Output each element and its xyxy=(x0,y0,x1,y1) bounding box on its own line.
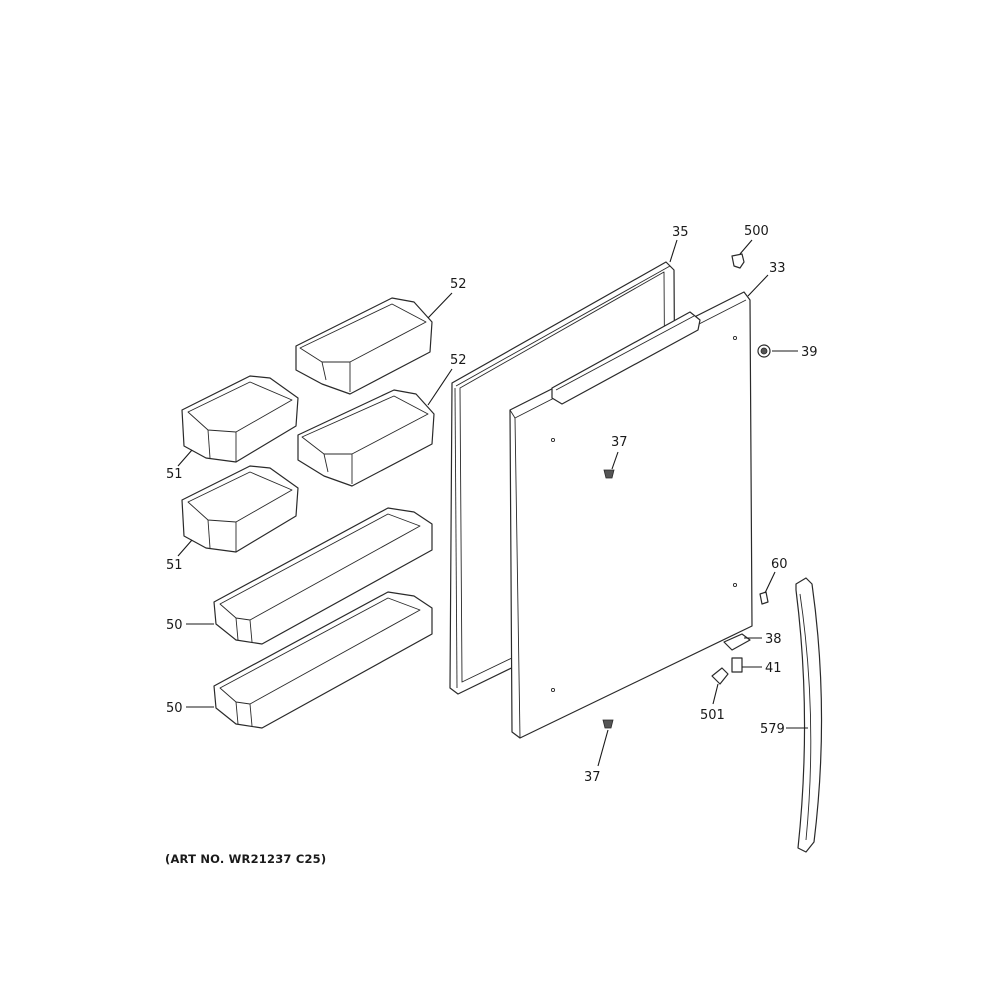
door-bin-52-upper xyxy=(295,297,433,395)
callout-579: 579 xyxy=(760,722,785,737)
callout-37-upper: 37 xyxy=(611,435,628,450)
callout-50-lower: 50 xyxy=(166,701,183,716)
pin-41 xyxy=(731,657,743,673)
callout-52-upper: 52 xyxy=(450,277,467,292)
leader-lines xyxy=(177,239,808,767)
door-bin-50-upper xyxy=(213,507,433,645)
screw-37-upper xyxy=(603,469,615,479)
callout-37-lower: 37 xyxy=(584,770,601,785)
callout-labels: 35 500 33 39 52 52 51 51 37 37 60 38 41 … xyxy=(166,224,818,785)
bushing-39 xyxy=(757,344,771,358)
door-bin-51-upper xyxy=(181,375,299,463)
clip-60 xyxy=(759,591,769,605)
callout-41: 41 xyxy=(765,661,782,676)
door-handle xyxy=(795,577,823,853)
callout-60: 60 xyxy=(771,557,788,572)
hinge-bracket-38 xyxy=(723,633,751,651)
screw-37-lower xyxy=(602,719,614,729)
stop-501 xyxy=(711,667,729,685)
door-bin-50-lower xyxy=(213,591,433,729)
callout-33: 33 xyxy=(769,261,786,276)
callout-35: 35 xyxy=(672,225,689,240)
callout-50-upper: 50 xyxy=(166,618,183,633)
art-number-label: (ART NO. WR21237 C25) xyxy=(165,852,327,866)
callout-500: 500 xyxy=(744,224,769,239)
callout-501: 501 xyxy=(700,708,725,723)
callout-51-upper: 51 xyxy=(166,467,183,482)
callout-51-lower: 51 xyxy=(166,558,183,573)
callout-52-lower: 52 xyxy=(450,353,467,368)
hinge-cap-500 xyxy=(731,253,745,269)
door-panel xyxy=(509,291,753,739)
door-bin-52-lower xyxy=(297,389,435,487)
callout-38: 38 xyxy=(765,632,782,647)
door-bin-51-lower xyxy=(181,465,299,553)
callout-39: 39 xyxy=(801,345,818,360)
